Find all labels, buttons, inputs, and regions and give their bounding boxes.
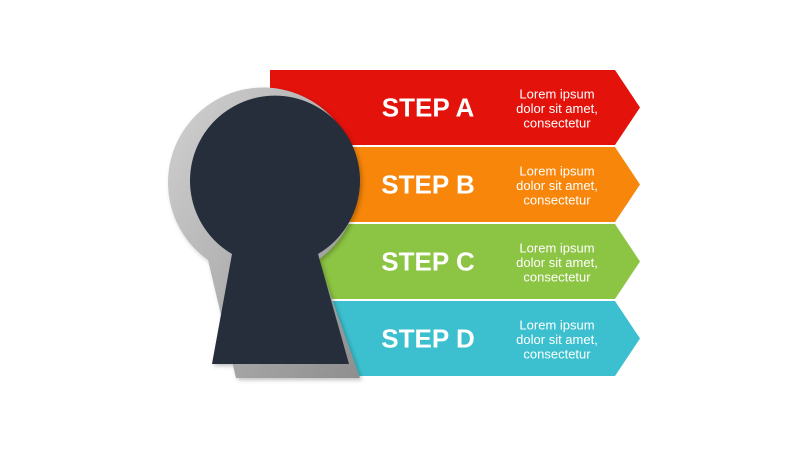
step-description-line: consectetur bbox=[523, 270, 591, 285]
step-arrow-d bbox=[270, 301, 640, 376]
step-description-line: dolor sit amet, bbox=[516, 101, 598, 116]
step-title: STEP A bbox=[382, 93, 475, 123]
keyhole-opening bbox=[190, 95, 361, 365]
step-description-line: dolor sit amet, bbox=[516, 332, 598, 347]
step-title: STEP D bbox=[381, 324, 474, 354]
step-description-line: consectetur bbox=[523, 347, 591, 362]
step-description-line: Lorem ipsum bbox=[519, 87, 594, 102]
step-arrows bbox=[270, 70, 640, 376]
step-description-line: consectetur bbox=[523, 193, 591, 208]
step-description-line: consectetur bbox=[523, 116, 591, 131]
step-description-line: Lorem ipsum bbox=[519, 241, 594, 256]
step-description-line: dolor sit amet, bbox=[516, 178, 598, 193]
step-description-line: Lorem ipsum bbox=[519, 164, 594, 179]
step-arrow-a bbox=[270, 70, 640, 145]
step-description-line: Lorem ipsum bbox=[519, 318, 594, 333]
step-arrow-c bbox=[270, 224, 640, 299]
step-title: STEP C bbox=[381, 247, 475, 277]
step-description-line: dolor sit amet, bbox=[516, 255, 598, 270]
step-title: STEP B bbox=[381, 170, 474, 200]
step-arrow-b bbox=[270, 147, 640, 222]
keyhole-graphic bbox=[168, 87, 361, 378]
